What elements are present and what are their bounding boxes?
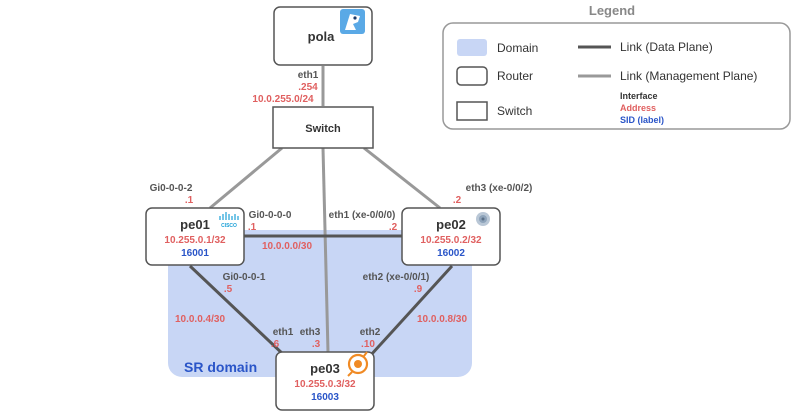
addr-pe03-eth2: .10 (361, 339, 375, 350)
iface-pe03-eth2: eth2 (360, 327, 381, 338)
node-pe01-name: pe01 (180, 217, 210, 232)
addr-pe02-eth1: .2 (389, 222, 398, 233)
addr-pola-eth1: .254 (298, 82, 318, 93)
legend-data-link-label: Link (Data Plane) (620, 40, 713, 54)
addr-pe03-eth1: .6 (271, 339, 280, 350)
subnet-pola-switch: 10.0.255.0/24 (252, 94, 314, 105)
legend-box (442, 22, 791, 130)
addr-pe02-eth3: .2 (453, 195, 462, 206)
addr-pe03-eth3: .3 (312, 339, 321, 350)
legend-sid-label: SID (label) (620, 115, 664, 125)
iface-pe02-eth2: eth2 (xe-0/0/1) (363, 272, 430, 283)
link-pe01-pe03 (188, 264, 287, 358)
addr-pe02-eth2: .9 (414, 284, 423, 295)
legend-switch-swatch (456, 101, 488, 121)
addr-pe01-gi0000: .1 (248, 222, 257, 233)
node-pe02-address: 10.255.0.2/32 (420, 235, 482, 246)
node-pe02[interactable]: pe02 10.255.0.2/32 16002 (401, 207, 501, 266)
node-pe03-sid: 16003 (311, 392, 339, 403)
iface-pe02-eth3: eth3 (xe-0/0/2) (466, 183, 533, 194)
legend-domain-swatch (457, 39, 487, 56)
legend-address-label: Address (620, 103, 656, 113)
iface-pe01-gi0001: Gi0-0-0-1 (223, 272, 266, 283)
link-pe02-pe03 (368, 264, 454, 358)
iface-pe03-eth1: eth1 (273, 327, 294, 338)
node-switch-name: Switch (305, 123, 341, 135)
link-switch-pe02 (363, 146, 441, 210)
node-pe03-name: pe03 (310, 361, 340, 376)
sr-domain-area (168, 230, 472, 377)
node-switch[interactable]: Switch (272, 106, 374, 149)
iface-pe02-eth1: eth1 (xe-0/0/0) (329, 210, 396, 221)
legend: Legend Domain Router Switch Link (Data P… (442, 3, 791, 130)
legend-title: Legend (589, 3, 635, 18)
node-pola-name: pola (308, 29, 335, 44)
cisco-logo-icon: CISCO (219, 212, 239, 229)
subnet-pe01-pe02: 10.0.0.0/30 (262, 241, 312, 252)
sr-domain-label: SR domain (184, 359, 257, 375)
node-pe01-sid: 16001 (181, 248, 209, 259)
addr-pe01-gi0001: .5 (224, 284, 233, 295)
pola-logo-icon (340, 9, 365, 34)
node-pe01-address: 10.255.0.1/32 (164, 235, 226, 246)
iface-pola-eth1: eth1 (298, 70, 319, 81)
node-pola[interactable]: pola (273, 6, 373, 66)
legend-interface-label: Interface (620, 91, 658, 101)
iface-pe01-gi0002: Gi0-0-0-2 (150, 183, 193, 194)
node-pe02-sid: 16002 (437, 248, 465, 259)
addr-pe01-gi0002: .1 (185, 195, 194, 206)
node-pe03[interactable]: pe03 10.255.0.3/32 16003 (275, 351, 375, 411)
legend-domain-label: Domain (497, 41, 538, 55)
juniper-logo-icon (476, 212, 490, 226)
legend-router-swatch (456, 66, 488, 86)
legend-switch-label: Switch (497, 104, 532, 118)
iface-pe03-eth3: eth3 (300, 327, 321, 338)
legend-router-label: Router (497, 69, 533, 83)
subnet-pe01-pe03: 10.0.0.4/30 (175, 314, 225, 325)
link-switch-pe01 (209, 146, 283, 210)
subnet-pe02-pe03: 10.0.0.8/30 (417, 314, 467, 325)
node-pe02-name: pe02 (436, 217, 466, 232)
link-switch-pe03 (321, 147, 330, 353)
legend-mgmt-link-label: Link (Management Plane) (620, 69, 757, 83)
node-pe01[interactable]: pe01 10.255.0.1/32 16001 CISCO (145, 207, 245, 266)
node-pe03-address: 10.255.0.3/32 (294, 379, 356, 390)
frr-logo-icon (347, 351, 369, 377)
svg-text:CISCO: CISCO (221, 223, 237, 229)
iface-pe01-gi0000: Gi0-0-0-0 (249, 210, 292, 221)
